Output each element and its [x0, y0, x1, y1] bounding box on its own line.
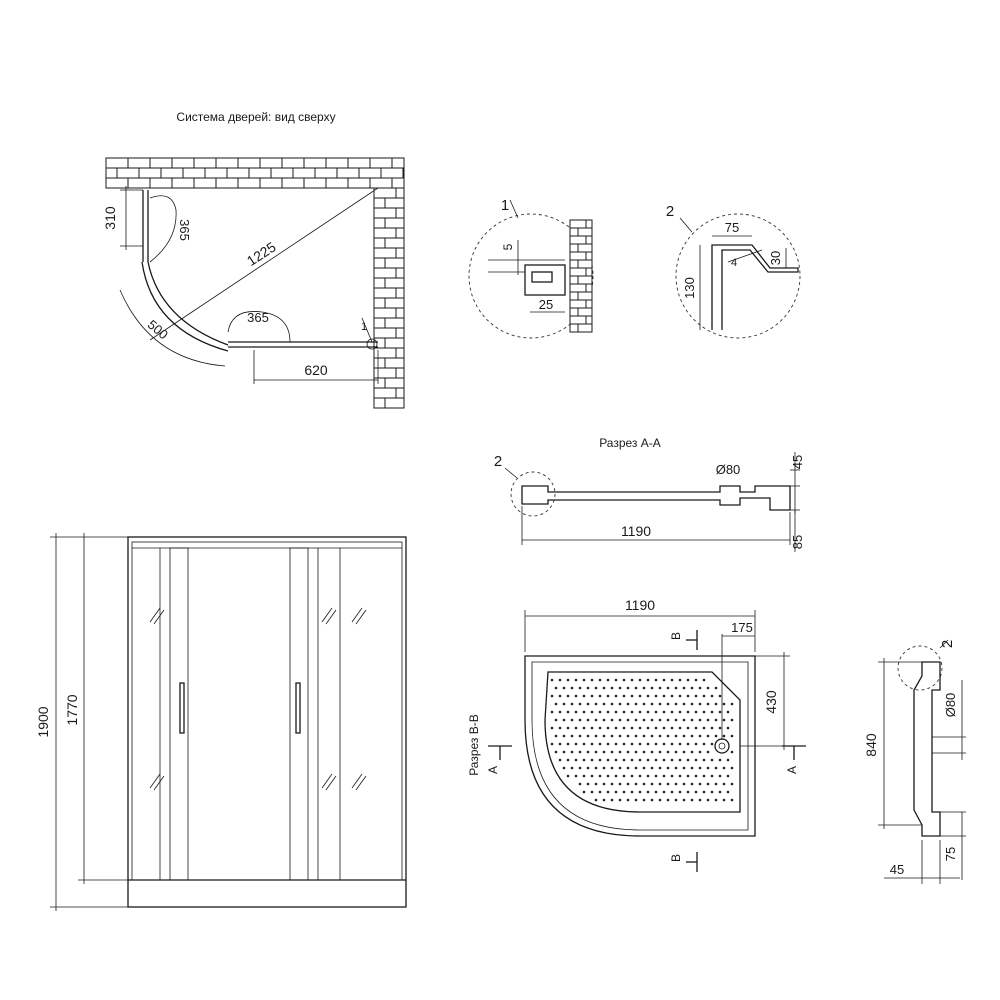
- section-bb-dim-840: 840: [863, 733, 879, 757]
- tray-dim-1190: 1190: [625, 597, 655, 613]
- section-aa-title: Разрез А-А: [599, 436, 661, 450]
- detail-1-circle: [468, 213, 594, 339]
- section-bb-diameter: Ø80: [943, 693, 958, 718]
- handle-right: [295, 682, 301, 734]
- section-aa-detail-circle: [510, 471, 556, 517]
- mark-b-top: В: [669, 632, 683, 640]
- detail-2: 2 75 130 30 4: [666, 203, 801, 339]
- dim-1225: 1225: [244, 239, 279, 269]
- tray-section-aa: [521, 485, 791, 511]
- section-bb-dim-75: 75: [943, 847, 958, 861]
- dim-5: 5: [501, 243, 515, 250]
- door-right-profile: [289, 547, 309, 881]
- section-aa-dim-45: 45: [790, 455, 805, 469]
- section-aa-diameter: Ø80: [716, 462, 741, 477]
- dim-130: 130: [682, 277, 697, 299]
- dim-1900: 1900: [35, 706, 51, 737]
- top-view: Система дверей: вид сверху 1225 310 365 …: [102, 110, 405, 409]
- dim-310: 310: [102, 206, 118, 230]
- section-bb-detail-circle: [897, 645, 943, 691]
- curved-door-outer: [147, 261, 229, 346]
- tray-dim-175: 175: [731, 620, 753, 635]
- section-bb: 2 840 Ø80 75 45: [863, 639, 966, 884]
- mark-b-bottom: В: [669, 854, 683, 862]
- dim-30: 30: [768, 251, 783, 265]
- mark-a-right: А: [785, 766, 799, 774]
- detail-2-profile: [711, 244, 799, 330]
- section-aa: Разрез А-А 2 Ø80 1190 45 85: [494, 436, 805, 552]
- dim-365-left: 365: [177, 219, 192, 241]
- dim-25: 25: [539, 297, 553, 312]
- detail-2-label: 2: [666, 203, 674, 220]
- diagonal-dimension-line: [149, 187, 379, 341]
- tray-section-bb: [913, 661, 941, 837]
- detail-2-circle: [675, 213, 801, 339]
- detail-1-profile: [524, 264, 566, 296]
- section-aa-dim-1190: 1190: [621, 523, 651, 539]
- door-swing-bottom: [227, 311, 291, 343]
- tray-side-label: Разрез В-В: [467, 714, 481, 776]
- handle-left: [179, 682, 185, 734]
- tray-inner-basin: [544, 671, 741, 813]
- dim-500: 500: [145, 317, 171, 342]
- tray-dim-430: 430: [763, 690, 779, 714]
- cabin-outer-frame: [127, 536, 407, 908]
- door-left-profile: [169, 547, 189, 881]
- section-aa-callout-2: 2: [494, 453, 502, 470]
- glass-reflections: [149, 607, 367, 791]
- detail-1-label: 1: [501, 197, 509, 214]
- door-swing-left: [149, 195, 177, 263]
- dim-4: 4: [731, 257, 737, 269]
- section-aa-dim-85: 85: [790, 535, 805, 549]
- dim-1770: 1770: [64, 694, 80, 725]
- tray-outline: [524, 655, 756, 837]
- detail-1-bricks: [569, 219, 593, 333]
- callout-1: 1: [361, 321, 367, 333]
- front-view: 1900 1770: [35, 533, 407, 911]
- top-view-title: Система дверей: вид сверху: [176, 110, 335, 124]
- dim-75: 75: [725, 220, 739, 235]
- detail-1: 1 5 25: [468, 197, 594, 339]
- tray-anti-slip-dots: [550, 678, 734, 802]
- mark-a-left: А: [486, 766, 500, 774]
- section-bb-dim-45: 45: [890, 862, 904, 877]
- dim-620: 620: [304, 362, 328, 378]
- tray-plan: Разрез В-В 1190 175 430 В В А А: [467, 597, 806, 872]
- tray-drain: [714, 738, 730, 754]
- dim-365-bottom: 365: [247, 310, 269, 325]
- brick-wall: [105, 157, 405, 409]
- section-bb-callout-2: 2: [939, 640, 956, 648]
